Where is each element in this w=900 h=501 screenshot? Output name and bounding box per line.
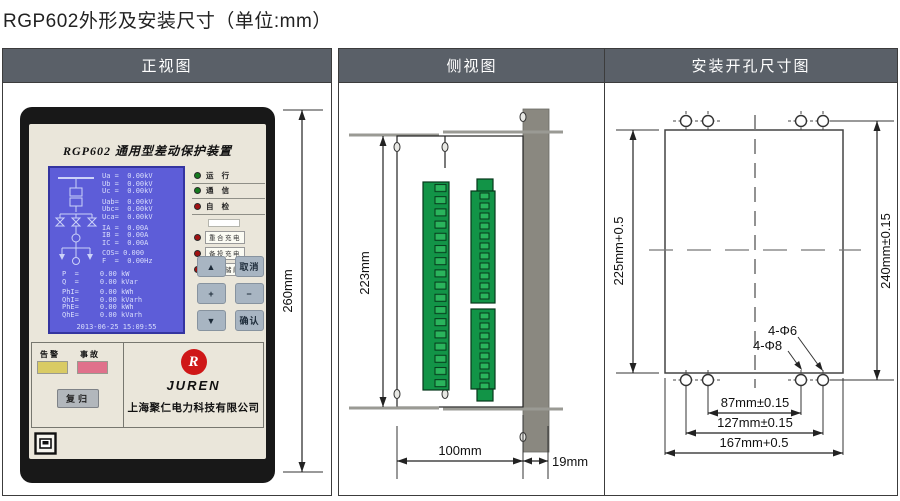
dim-label-4phi6: 4-Φ6 xyxy=(768,323,797,338)
reset-button[interactable]: 复归 xyxy=(57,389,99,408)
chassis-side xyxy=(396,135,524,408)
led-recharge-icon xyxy=(194,233,201,241)
panel-front-body: RGP602 通用型差动保护装置 xyxy=(3,83,331,496)
panel-cutout: 安装开孔尺寸图 xyxy=(604,48,898,496)
led-selftest-label: 自 检 xyxy=(206,201,233,211)
panel-side-view: 侧视图 xyxy=(338,48,606,496)
dim-label-167: 167mm+0.5 xyxy=(719,435,788,450)
key-plus[interactable]: + xyxy=(197,283,226,304)
lower-section: 告警 事故 复归 R JUREN 上海聚仁电力科技有限公司 xyxy=(31,342,264,428)
cutout-drawing: 225mm+0.5 240mm±0.15 4-Φ6 4-Φ8 xyxy=(611,111,894,457)
panel-cutout-header: 安装开孔尺寸图 xyxy=(605,49,897,83)
key-minus[interactable]: − xyxy=(235,283,264,304)
keypad: ▲ 取消 + − ▼ 确认 xyxy=(197,256,264,331)
panel-front-view: 正视图 RGP602 通用型差动保护装置 xyxy=(2,48,332,496)
dim-label-100: 100mm xyxy=(438,443,481,458)
dim-label-87: 87mm±0.15 xyxy=(721,395,790,410)
led-selftest-icon xyxy=(194,202,201,210)
lcd-measurements: Ua = 0.00kV Ub = 0.00kV Uc = 0.00kV Uab=… xyxy=(102,172,153,265)
dim-label-240: 240mm±0.15 xyxy=(878,213,893,289)
single-line-diagram-icon xyxy=(54,177,98,265)
led-recharge-label: 重合充电 xyxy=(205,230,245,244)
device-face: RGP602 通用型差动保护装置 xyxy=(29,124,266,459)
side-view-drawing: 223mm 100mm 19mm xyxy=(349,108,588,479)
dim-label-4phi8: 4-Φ8 xyxy=(753,338,782,353)
key-cancel[interactable]: 取消 xyxy=(235,256,264,277)
lcd-power-readings: P = 0.00 kW Q = 0.00 kVar PhI= 0.00 kWh … xyxy=(62,270,143,319)
alarm-indicator xyxy=(37,361,68,374)
led-run-icon xyxy=(194,171,201,179)
fault-indicator xyxy=(77,361,108,374)
page-title: RGP602外形及安装尺寸（单位:mm） xyxy=(3,11,332,32)
key-down[interactable]: ▼ xyxy=(197,310,226,331)
brand-box: R JUREN 上海聚仁电力科技有限公司 xyxy=(123,342,264,428)
fault-label: 事故 xyxy=(80,350,100,359)
led-comm-icon xyxy=(194,187,201,194)
key-up[interactable]: ▲ xyxy=(197,256,226,277)
company-name: 上海聚仁电力科技有限公司 xyxy=(127,402,260,414)
device-title: RGP602 通用型差动保护装置 xyxy=(62,144,232,158)
led-comm-label: 通 信 xyxy=(206,186,233,195)
alarm-label: 告警 xyxy=(40,350,60,359)
lcd-datetime: 2013-06-25 15:09:55 xyxy=(76,322,157,331)
bezel-side xyxy=(522,108,550,453)
dim-label-260: 260mm xyxy=(280,269,295,312)
panel-front-header: 正视图 xyxy=(3,49,331,83)
dim-label-223: 223mm xyxy=(357,251,372,294)
cutout-rect xyxy=(664,129,844,374)
juren-logo-icon: R xyxy=(180,349,207,375)
panel-side-body: 223mm 100mm 19mm xyxy=(339,83,605,496)
dim-label-127: 127mm±0.15 xyxy=(717,415,793,430)
key-confirm[interactable]: 确认 xyxy=(235,310,264,331)
label-strip xyxy=(208,218,240,227)
panel-cutout-body: 225mm+0.5 240mm±0.15 4-Φ6 4-Φ8 xyxy=(605,83,897,496)
terminal-block-small xyxy=(470,178,496,402)
dim-label-19: 19mm xyxy=(552,454,588,469)
device-front: RGP602 通用型差动保护装置 xyxy=(20,107,275,483)
lcd-screen: Ua = 0.00kV Ub = 0.00kV Uc = 0.00kV Uab=… xyxy=(48,166,185,334)
panel-side-header: 侧视图 xyxy=(339,49,605,83)
alarm-box: 告警 事故 复归 xyxy=(31,342,123,428)
terminal-block-large xyxy=(422,181,450,391)
led-run-label: 运 行 xyxy=(206,170,233,180)
brand-name: JUREN xyxy=(166,378,221,393)
mounting-holes-top xyxy=(673,111,836,131)
front-height-dimension: 260mm xyxy=(280,109,323,473)
dim-label-225: 225mm+0.5 xyxy=(611,216,626,285)
usb-port-icon xyxy=(34,432,57,455)
